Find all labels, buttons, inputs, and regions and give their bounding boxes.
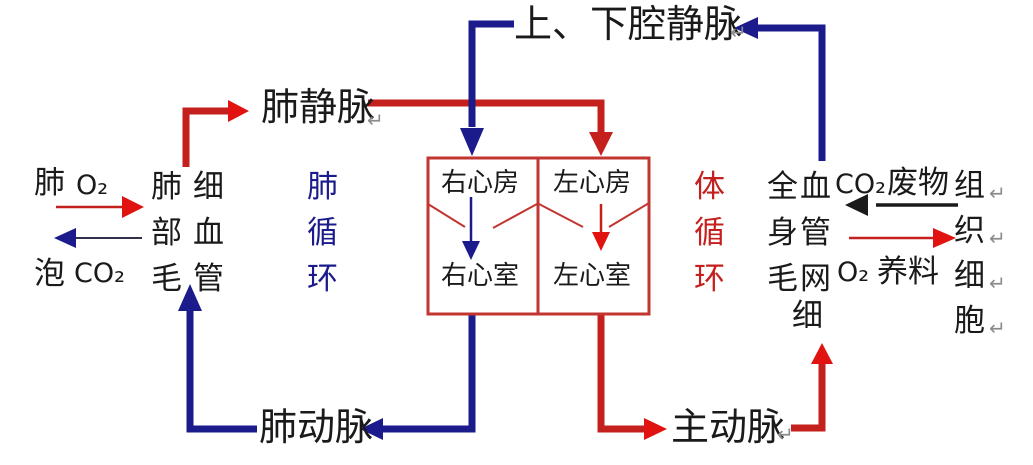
pulmonary-capillaries-column-2: 细 血 管 bbox=[193, 169, 224, 297]
left-atrium-label: 左心房 bbox=[553, 168, 632, 198]
pulmonary-vein-to-left-atrium-arrow bbox=[368, 99, 613, 156]
pulmonary-capillaries-to-pulmonary-vein-arrow bbox=[182, 100, 249, 167]
left-atrium-to-left-ventricle-arrow bbox=[592, 204, 610, 251]
return-marks-column: ↵ ↵ ↵ ↵ bbox=[989, 181, 1006, 340]
aorta-label: 主动脉 bbox=[671, 405, 786, 449]
waste-label: 废物 bbox=[887, 165, 949, 201]
aorta-to-systemic-capillaries-arrow bbox=[791, 343, 833, 432]
o2-nutrient-arrow bbox=[849, 228, 956, 248]
co2-diffusion-arrow bbox=[54, 228, 142, 248]
systemic-capillaries-last-char: 细 bbox=[792, 298, 823, 334]
right-ventricle-to-pulmonary-artery-arrow bbox=[360, 314, 476, 440]
return-mark-icon: ↵ bbox=[367, 108, 384, 132]
right-atrium-to-right-ventricle-arrow bbox=[462, 197, 480, 260]
o2-label-right: O₂ bbox=[837, 257, 870, 288]
pulmonary-circulation-label: 肺 循 环 bbox=[307, 169, 338, 297]
o2-label-left: O₂ bbox=[76, 170, 109, 201]
nutrient-label: 养料 bbox=[877, 254, 939, 290]
right-atrium-label: 右心房 bbox=[441, 168, 520, 198]
heart-box bbox=[426, 156, 651, 316]
o2-diffusion-arrow bbox=[56, 196, 144, 218]
co2-waste-arrow bbox=[845, 194, 958, 216]
pulmonary-artery-label: 肺动脉 bbox=[259, 405, 374, 449]
systemic-capillaries-to-vena-cava-arrow bbox=[734, 17, 826, 161]
systemic-capillaries-column-2: 血 管 网 bbox=[800, 169, 831, 297]
systemic-capillaries-column-1: 全 身 毛 bbox=[767, 169, 798, 297]
alveoli-label-bottom: 泡 bbox=[34, 256, 65, 292]
left-ventricle-label: 左心室 bbox=[553, 261, 632, 291]
return-mark-icon: ↵ bbox=[777, 422, 794, 446]
vena-cava-label: 上、下腔静脉 bbox=[514, 2, 743, 46]
pulmonary-capillaries-column-1: 肺 部 毛 bbox=[151, 169, 182, 297]
pulmonary-vein-label: 肺静脉 bbox=[261, 85, 376, 129]
tissue-cells-column: 组 织 细 胞 bbox=[954, 168, 985, 339]
alveoli-label-top: 肺 bbox=[34, 165, 65, 201]
co2-label-left: CO₂ bbox=[74, 258, 125, 289]
co2-label-right: CO₂ bbox=[835, 169, 886, 200]
atrium-ventricle-valves bbox=[427, 202, 650, 229]
left-ventricle-to-aorta-arrow bbox=[597, 314, 667, 440]
return-mark-icon: ↵ bbox=[730, 20, 747, 44]
pulmonary-artery-to-pulmonary-capillaries-arrow bbox=[178, 284, 257, 433]
systemic-circulation-label: 体 循 环 bbox=[694, 169, 725, 297]
vena-cava-to-right-atrium-arrow bbox=[460, 20, 514, 156]
right-ventricle-label: 右心室 bbox=[441, 261, 520, 291]
